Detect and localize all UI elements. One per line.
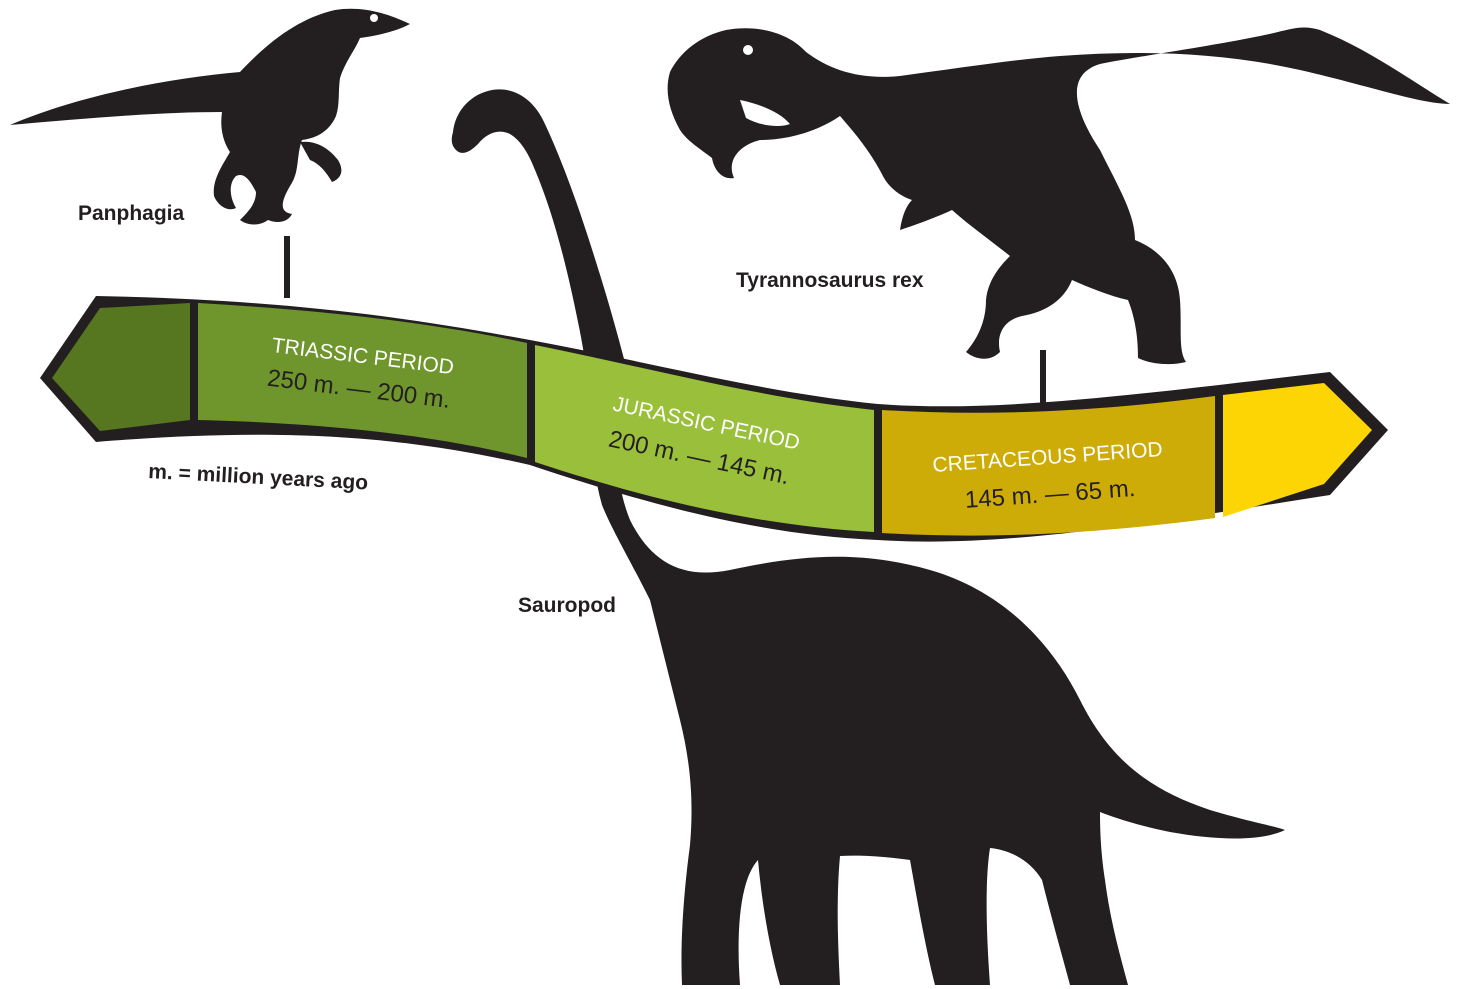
legend-note: m. = million years ago bbox=[148, 460, 369, 494]
segment-jurassic bbox=[535, 345, 874, 532]
trex-silhouette-icon bbox=[668, 28, 1450, 365]
raptor-silhouette-icon bbox=[10, 9, 410, 225]
raptor-eye bbox=[370, 14, 378, 22]
panphagia-marker bbox=[284, 236, 290, 298]
trex-eye bbox=[743, 45, 753, 55]
trex-marker bbox=[1040, 350, 1046, 406]
species-label-trex: Tyrannosaurus rex bbox=[736, 269, 924, 292]
species-label-panphagia: Panphagia bbox=[78, 202, 185, 225]
species-label-sauropod: Sauropod bbox=[518, 594, 616, 617]
